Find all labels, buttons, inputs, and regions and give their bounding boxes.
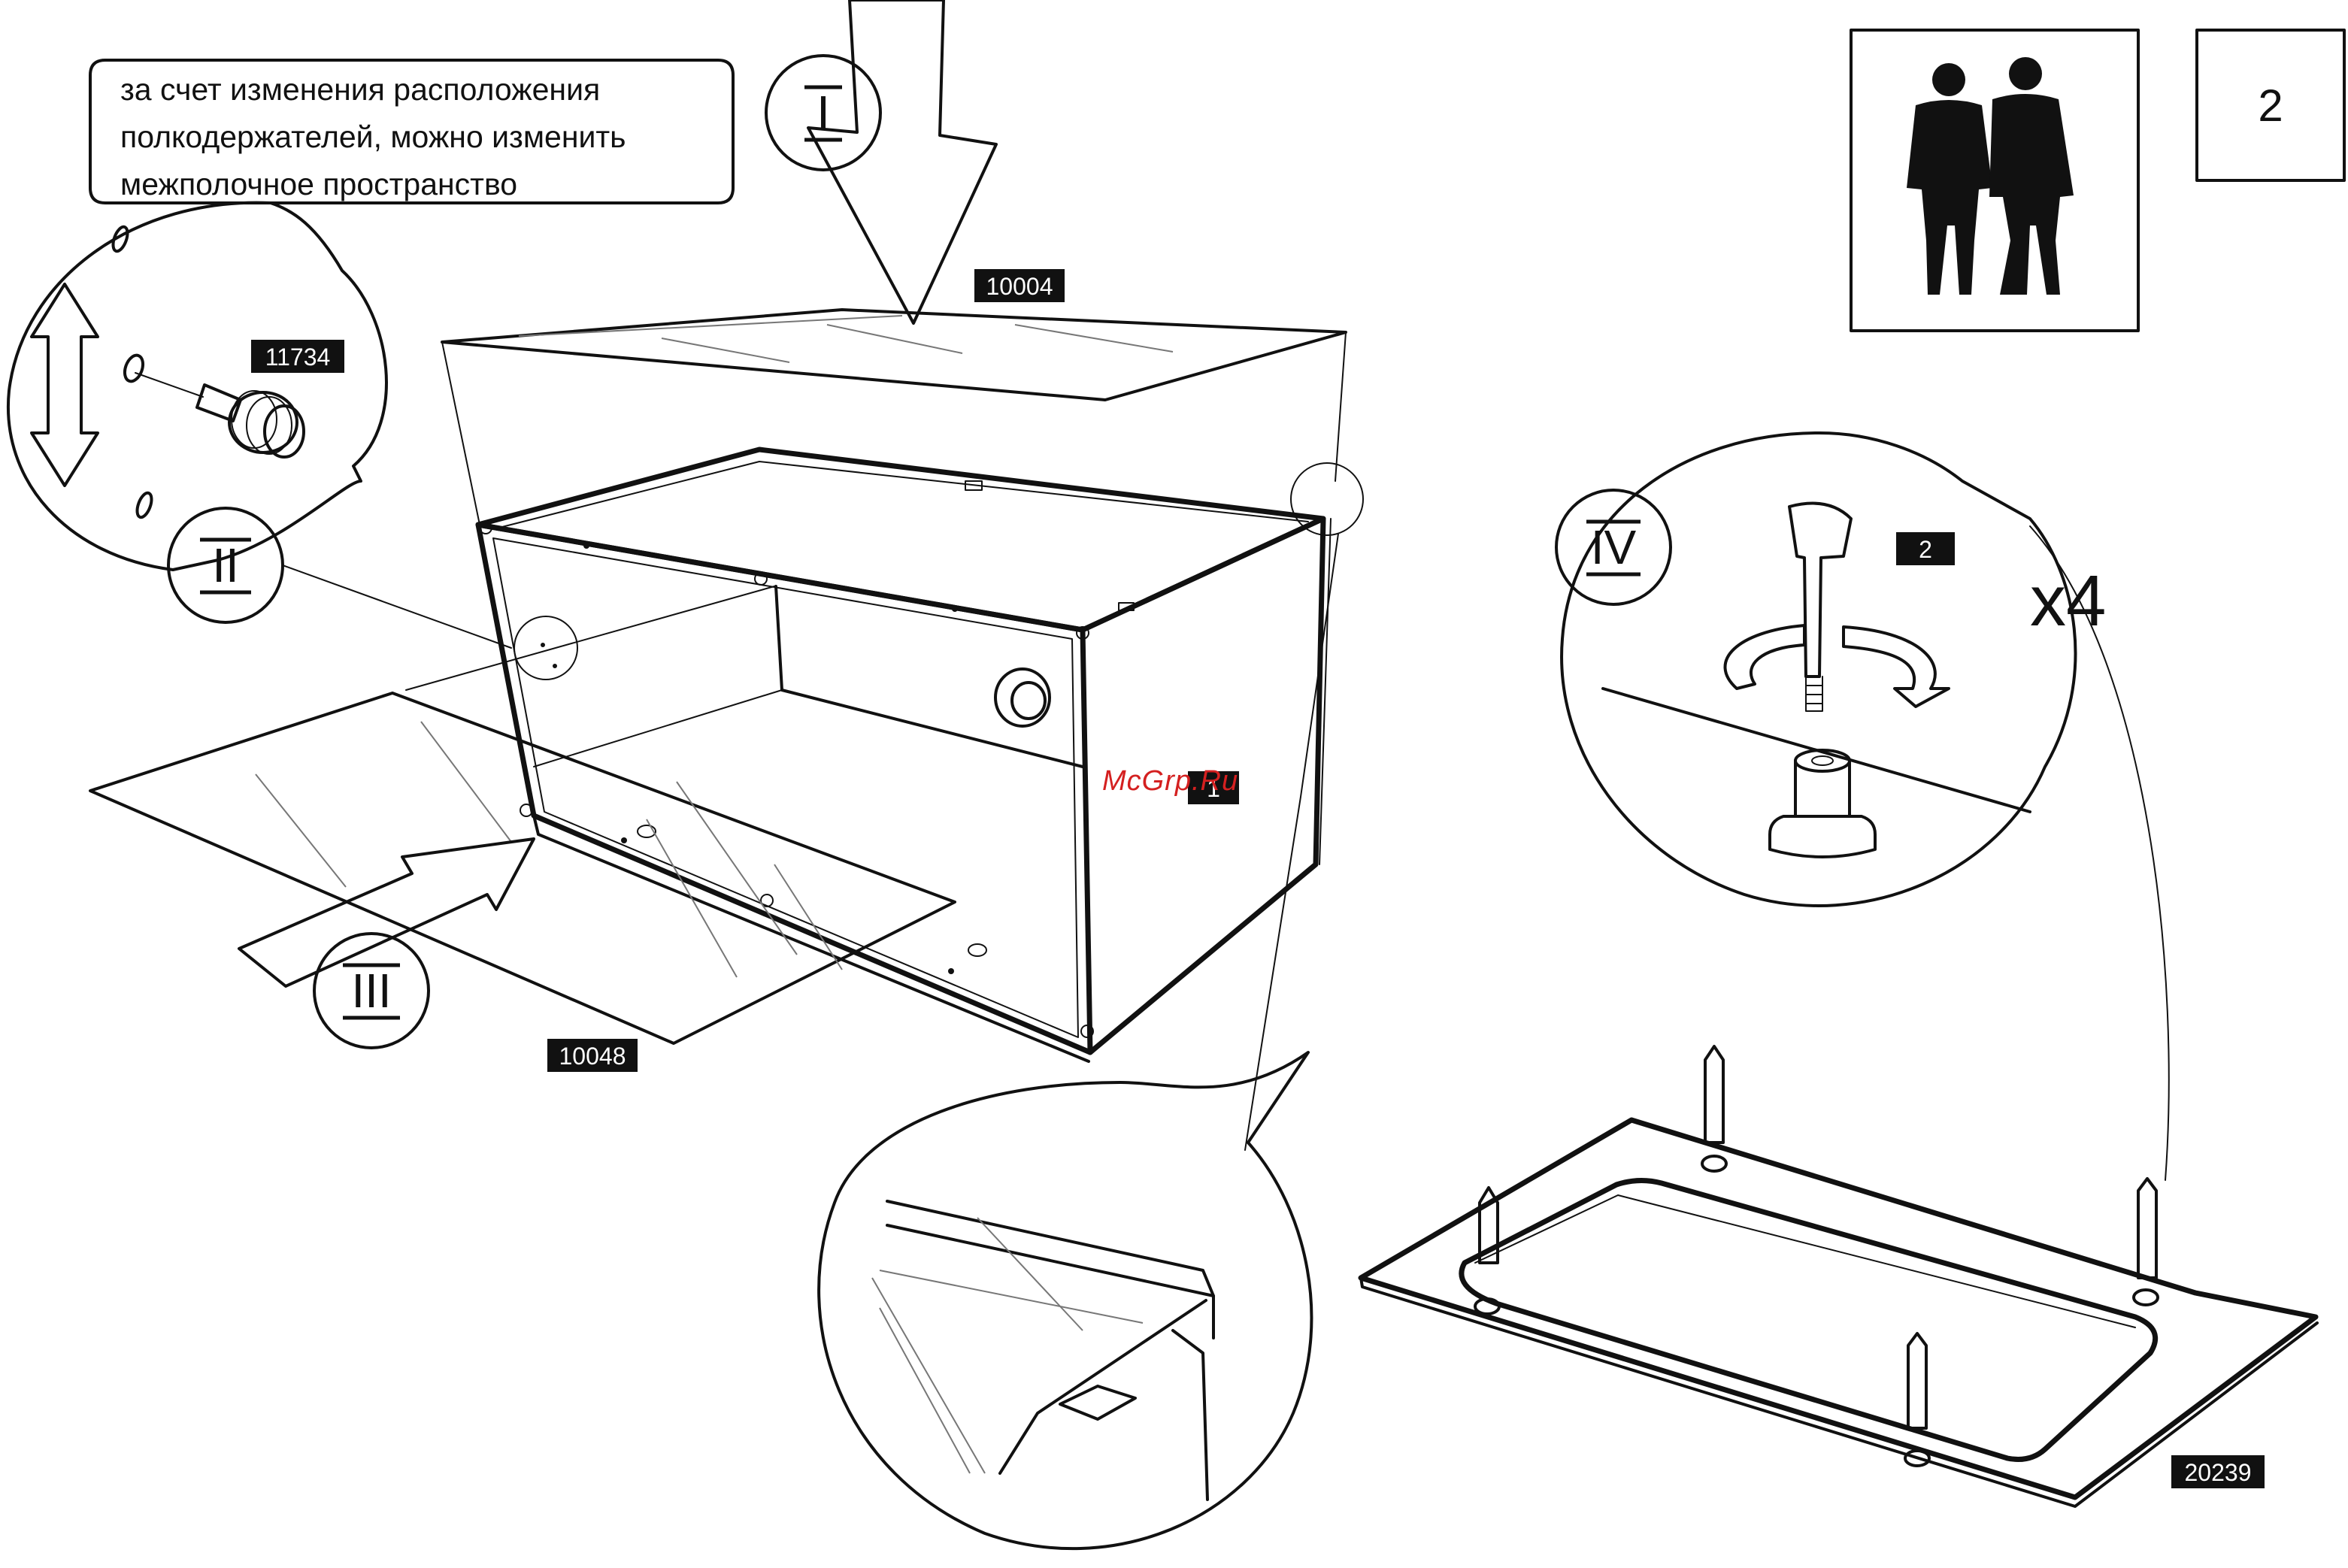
step-number: 2 [2197, 30, 2344, 180]
cabinet-body-1 [478, 450, 1363, 1061]
svg-text:II: II [212, 538, 239, 592]
arrow-top-panel [808, 0, 996, 323]
label-leveler: 2 [1896, 532, 1955, 565]
base-frame-20239 [1361, 1046, 2317, 1506]
label-shelf-support: 11734 [251, 340, 344, 373]
callout-line-3: межполочное пространство [120, 161, 737, 208]
label-glass-shelf: 10048 [547, 1039, 638, 1072]
detail-circle-leveler [1562, 433, 2075, 906]
callout-text: за счет изменения расположения полкодерж… [120, 66, 737, 208]
callout-line-1: за счет изменения расположения [120, 66, 737, 114]
svg-text:I: I [816, 86, 830, 140]
svg-text:11734: 11734 [265, 344, 331, 371]
watermark: McGrp.Ru [1102, 765, 1238, 798]
quantity-label: x4 [2030, 560, 2106, 643]
svg-text:10048: 10048 [559, 1043, 626, 1070]
leader-corner-detail [1245, 534, 1338, 1150]
detail-circle-top-edge [819, 1052, 1311, 1548]
step-marker-IV: IV [1586, 520, 1641, 574]
svg-text:2: 2 [1919, 536, 1932, 563]
svg-text:10004: 10004 [986, 273, 1053, 300]
svg-text:III: III [351, 964, 391, 1018]
top-panel-10004 [442, 310, 1346, 525]
label-base-frame: 20239 [2171, 1455, 2265, 1488]
label-top-panel: 10004 [974, 269, 1065, 302]
callout-line-2: полкодержателей, можно изменить [120, 114, 737, 161]
svg-text:20239: 20239 [2185, 1459, 2252, 1486]
step-marker-II: II [200, 538, 251, 592]
step-marker-III: III [343, 964, 400, 1018]
two-people-icon [1907, 57, 2074, 295]
svg-text:IV: IV [1591, 520, 1637, 574]
